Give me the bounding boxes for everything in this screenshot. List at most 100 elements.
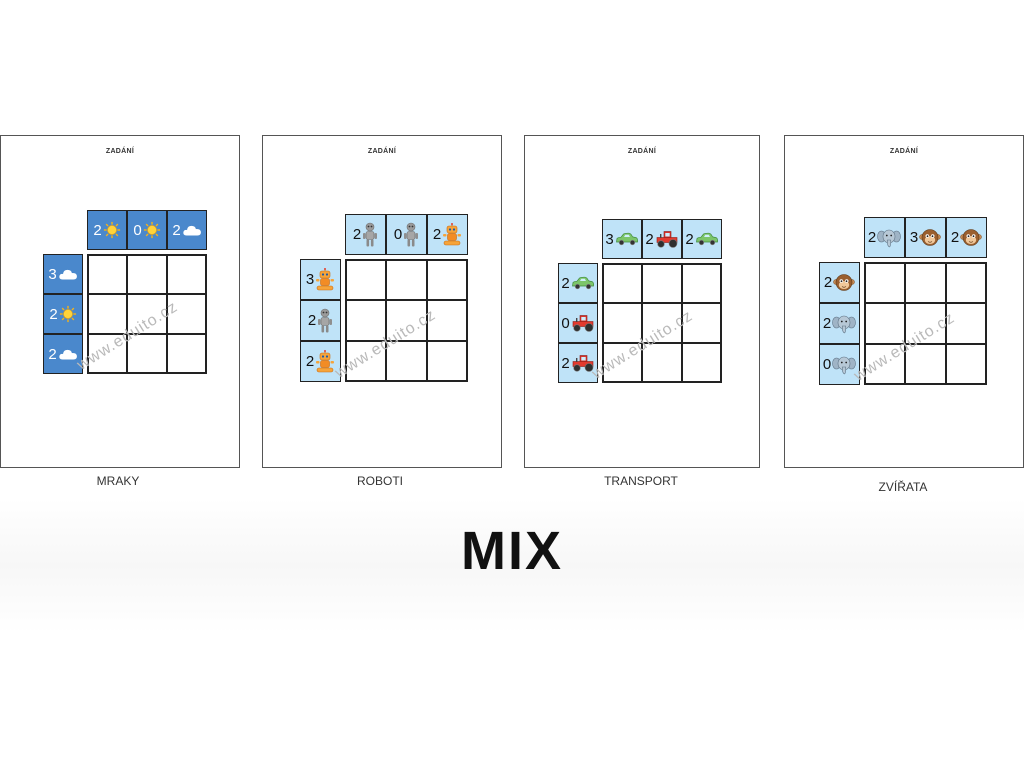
top-clue: 2 <box>427 214 468 255</box>
clue-number: 2 <box>305 353 315 370</box>
clue-number: 0 <box>561 314 570 332</box>
top-clue: 2 <box>167 210 207 250</box>
left-clue: 2 <box>300 341 341 382</box>
left-clue: 2 <box>43 334 83 374</box>
top-clue: 2 <box>345 214 386 255</box>
left-clue: 3 <box>300 259 341 300</box>
grid-cell[interactable] <box>166 333 206 373</box>
sheet-title: ZADÁNÍ <box>889 148 919 155</box>
grid-cell[interactable] <box>88 255 128 295</box>
answer-grid <box>602 263 722 383</box>
grid-cell[interactable] <box>127 255 167 295</box>
grid-cell[interactable] <box>642 342 682 382</box>
clue-number: 2 <box>561 354 570 372</box>
clue-number: 0 <box>393 226 403 243</box>
orange-robot-icon <box>442 222 462 247</box>
top-clue: 2 <box>682 219 722 259</box>
grid-cell[interactable] <box>865 303 906 344</box>
clue-number: 2 <box>432 226 442 243</box>
grid-cell[interactable] <box>905 343 946 384</box>
tractor-icon <box>655 230 679 248</box>
left-clue: 0 <box>819 344 860 385</box>
grid-cell[interactable] <box>88 333 128 373</box>
grid-cell[interactable] <box>905 263 946 304</box>
gray-robot-icon <box>403 222 419 248</box>
grid-cell[interactable] <box>945 303 986 344</box>
sheet-title: ZADÁNÍ <box>367 148 397 155</box>
sheet-caption-mraky: MRAKY <box>96 474 140 488</box>
grid-cell[interactable] <box>127 294 167 334</box>
grid-cell[interactable] <box>603 264 643 304</box>
sun-icon <box>59 305 77 323</box>
cloud-icon <box>182 223 202 237</box>
grid-cell[interactable] <box>681 342 721 382</box>
grid-cell[interactable] <box>426 340 467 381</box>
sheet-title: ZADÁNÍ <box>627 148 657 155</box>
clue-number: 2 <box>49 305 58 323</box>
grid-cell[interactable] <box>642 303 682 343</box>
main-title: MIX <box>460 521 563 581</box>
grid-cell[interactable] <box>88 294 128 334</box>
car-icon <box>615 232 639 246</box>
clue-number: 3 <box>909 229 919 246</box>
monkey-icon <box>833 273 855 293</box>
clue-number: 2 <box>172 221 181 239</box>
grid-cell[interactable] <box>346 300 387 341</box>
answer-grid <box>864 262 987 385</box>
car-icon <box>695 232 719 246</box>
left-clue: 2 <box>558 263 598 303</box>
gray-robot-icon <box>317 308 333 334</box>
top-clue: 2 <box>642 219 682 259</box>
clue-number: 0 <box>822 356 832 373</box>
grid-cell[interactable] <box>346 260 387 301</box>
grid-cell[interactable] <box>346 340 387 381</box>
sun-icon <box>143 221 161 239</box>
monkey-icon <box>919 228 941 248</box>
grid-cell[interactable] <box>681 303 721 343</box>
grid-cell[interactable] <box>603 342 643 382</box>
left-clue: 2 <box>558 343 598 383</box>
left-clue: 2 <box>819 262 860 303</box>
grid-cell[interactable] <box>386 340 427 381</box>
left-clue: 2 <box>300 300 341 341</box>
sheet-caption-roboti: ROBOTI <box>356 474 403 488</box>
grid-cell[interactable] <box>386 300 427 341</box>
grid-cell[interactable] <box>603 303 643 343</box>
grid-cell[interactable] <box>681 264 721 304</box>
tractor-icon <box>571 354 595 372</box>
grid-cell[interactable] <box>865 263 906 304</box>
grid-cell[interactable] <box>426 300 467 341</box>
grid-cell[interactable] <box>945 343 986 384</box>
top-clue: 3 <box>602 219 642 259</box>
grid-cell[interactable] <box>127 333 167 373</box>
grid-cell[interactable] <box>426 260 467 301</box>
grid-cell[interactable] <box>166 255 206 295</box>
clue-number: 2 <box>352 226 362 243</box>
monkey-icon <box>960 228 982 248</box>
sun-icon <box>103 221 121 239</box>
left-clue: 2 <box>43 294 83 334</box>
top-clue: 3 <box>905 217 946 258</box>
grid-cell[interactable] <box>642 264 682 304</box>
clue-number: 2 <box>307 312 317 329</box>
sheet-title: ZADÁNÍ <box>105 148 135 155</box>
left-clue: 0 <box>558 303 598 343</box>
grid-cell[interactable] <box>386 260 427 301</box>
top-clue: 0 <box>386 214 427 255</box>
grid-cell[interactable] <box>945 263 986 304</box>
grid-cell[interactable] <box>166 294 206 334</box>
clue-number: 2 <box>685 230 694 248</box>
elephant-icon <box>832 355 856 375</box>
clue-number: 2 <box>645 230 654 248</box>
left-clue: 2 <box>819 303 860 344</box>
clue-number: 3 <box>48 265 57 283</box>
clue-number: 2 <box>867 229 877 246</box>
grid-cell[interactable] <box>905 303 946 344</box>
grid-cell[interactable] <box>865 343 906 384</box>
